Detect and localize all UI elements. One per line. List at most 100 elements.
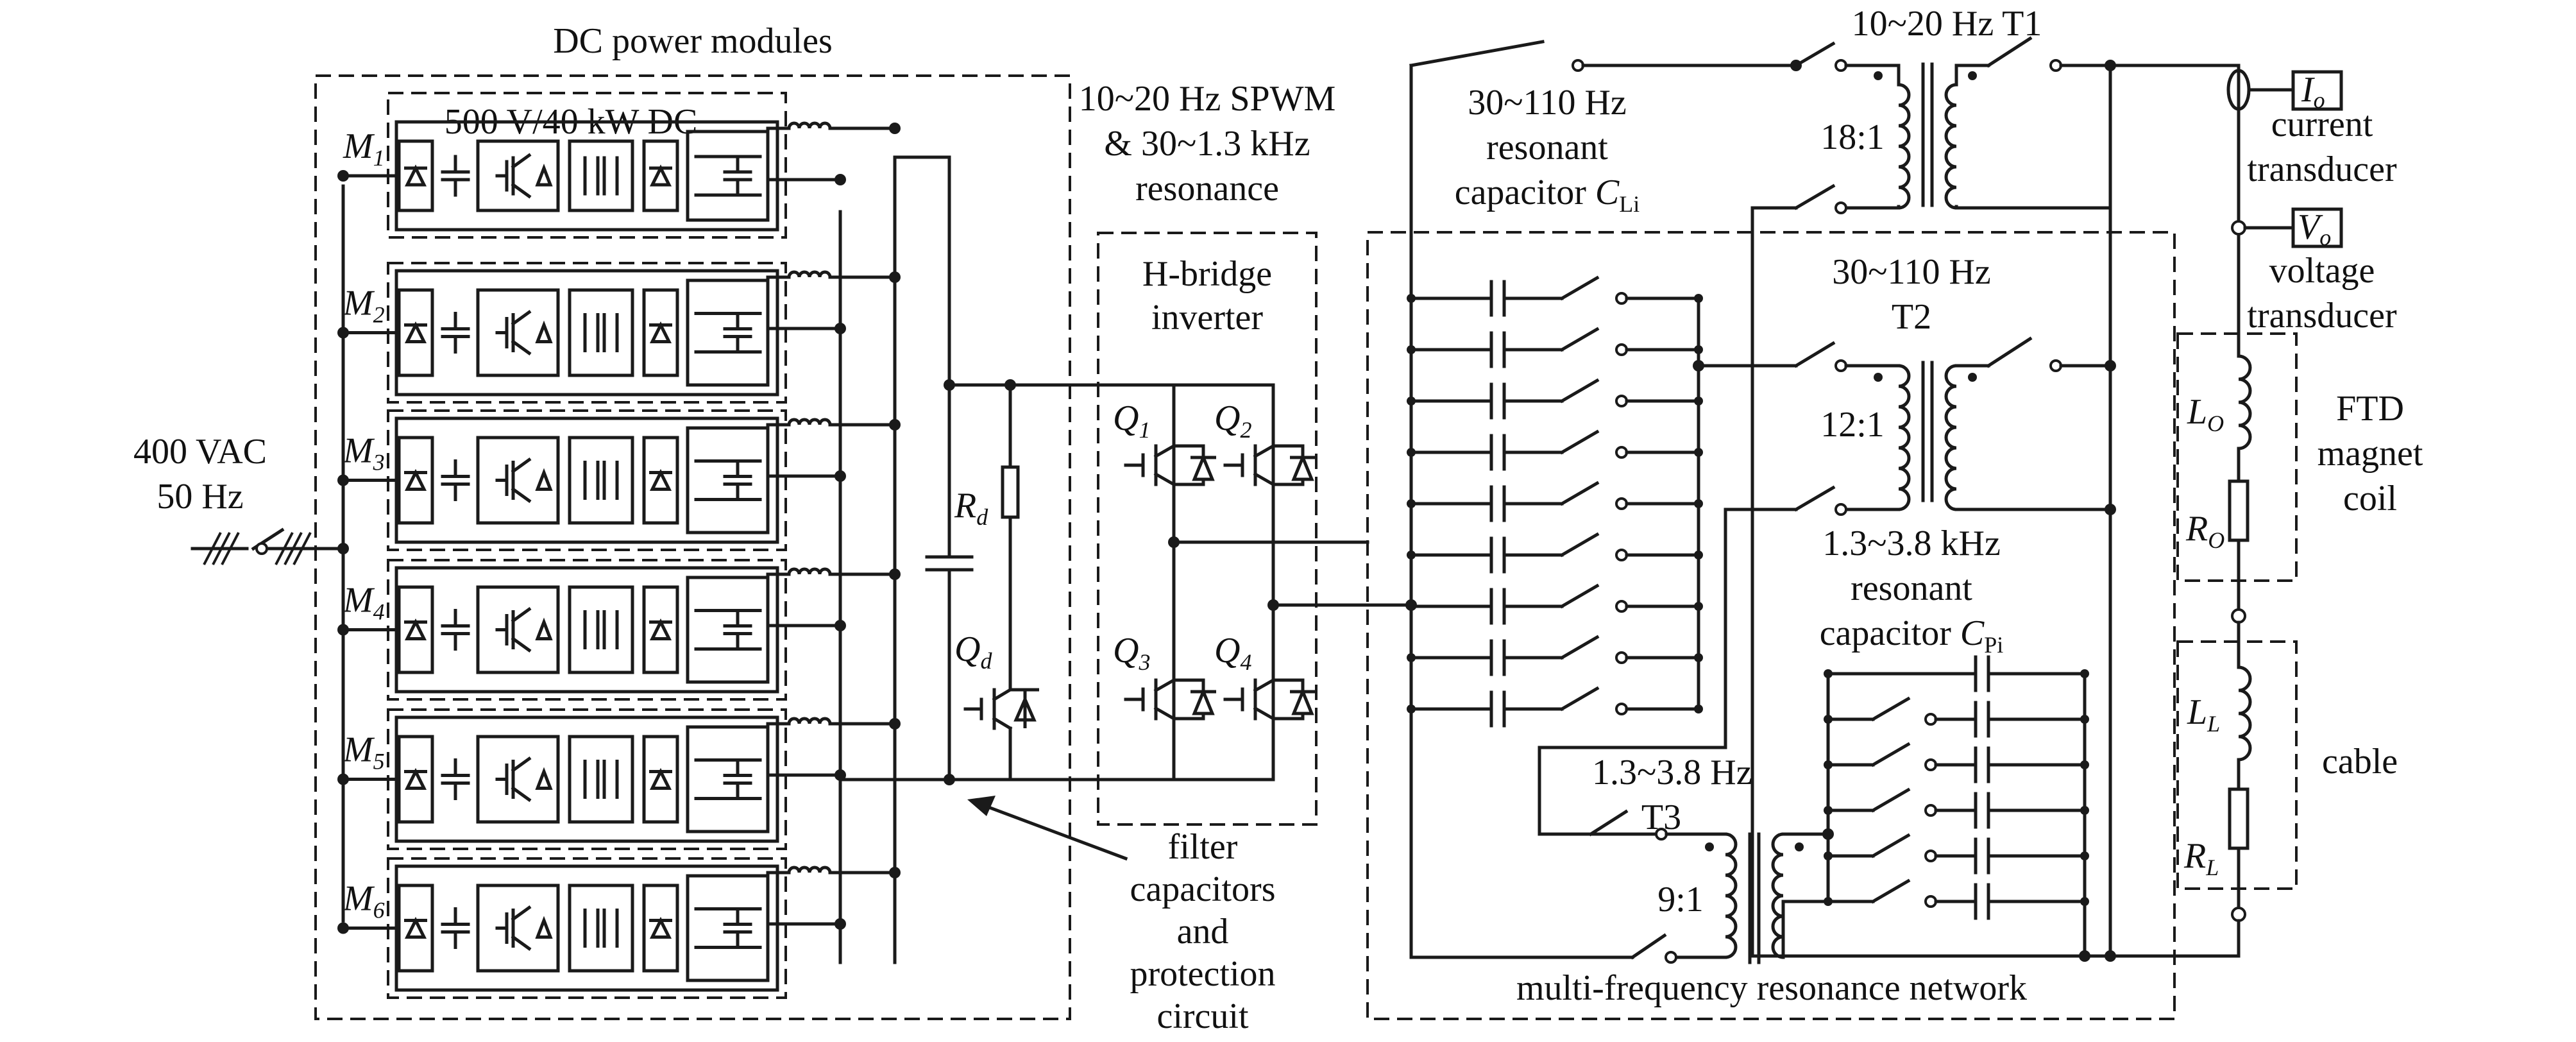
output-rectifier-block: [642, 288, 679, 377]
three-phase-marks-right: [275, 532, 312, 565]
supply-frequency-label: 50 Hz: [157, 477, 243, 517]
voltage-tap: [2231, 220, 2246, 235]
module-row-6: M6: [337, 857, 901, 999]
igbt-symbol: [495, 310, 532, 355]
module-input-junction: [337, 922, 349, 934]
t2-output-junction: [2105, 360, 2116, 372]
transformer-block: [568, 288, 634, 377]
t3-secondary-dot: [1795, 842, 1804, 851]
igbt-block: [476, 288, 560, 377]
switch-label: Q3: [1113, 631, 1150, 675]
cli-junction-left: [1407, 499, 1416, 508]
rectifier-block: [397, 735, 434, 824]
cli-caption-2: resonant: [1486, 128, 1608, 167]
cli-junction-right: [1694, 602, 1703, 611]
igbt-freewheel-diode: [1191, 680, 1216, 719]
cli-junction-left: [1407, 345, 1416, 354]
igbt-diode-links: [1172, 678, 1205, 721]
igbt-symbol: [495, 905, 532, 951]
t2-feed-junction: [1693, 360, 1704, 372]
rectifier-diode: [404, 618, 427, 640]
igbt-freewheel-diode: [1290, 680, 1316, 719]
cli-junction-left: [1407, 602, 1416, 611]
t1-primary-dot: [1874, 71, 1883, 80]
t1-primary-switch: [1793, 41, 1836, 68]
output-rectifier-block: [642, 436, 679, 525]
cpi-switch-blade: [1870, 696, 1911, 722]
module-label: M1: [343, 126, 385, 171]
cli-branch: [1407, 327, 1703, 368]
rectifier-diode: [404, 468, 427, 491]
output-rectifier-block: [642, 585, 679, 674]
t3-bottom-contact: [1665, 951, 1677, 964]
igbt-diode: [535, 468, 553, 491]
coil-label-1: FTD: [2336, 389, 2404, 429]
cli-junction-left: [1407, 653, 1416, 662]
cpi-capacitor: [1974, 883, 1990, 920]
inverter-heading-line-2: & 30~1.3 kHz: [1104, 124, 1310, 164]
cli-junction-right: [1694, 397, 1703, 406]
igbt-diode: [535, 617, 553, 640]
cli-branch: [1407, 429, 1703, 471]
cpi-junction-left: [1824, 669, 1833, 678]
output-rectifier-diode: [649, 321, 672, 343]
rl-resistor: [2228, 787, 2250, 850]
igbt-body: [1124, 678, 1176, 721]
cli-junction-left: [1407, 448, 1416, 457]
t2-return-junction: [2105, 504, 2116, 515]
output-rectifier-block: [642, 735, 679, 824]
igbt-body: [1223, 443, 1276, 487]
cli-switch-blade: [1559, 275, 1600, 301]
qd-diode: [1011, 688, 1039, 728]
t2-primary-coil: [1897, 364, 1911, 511]
inverter-boundary: [1097, 232, 1318, 826]
cli-capacitor: [1489, 280, 1506, 317]
rd-resistor: [1001, 465, 1020, 519]
igbt-freewheel-diode: [1191, 446, 1216, 484]
cpi-caption-3: capacitor CPi: [1820, 613, 2004, 658]
cpi-junction-right: [2080, 669, 2089, 678]
lc-filter-block: [686, 725, 770, 833]
cli-caption-1: 30~110 Hz: [1468, 83, 1627, 123]
igbt-symbol: [495, 153, 532, 199]
lc-filter-block: [686, 426, 770, 534]
module-row-2: M2: [337, 262, 901, 404]
t3-primary-switch: [1588, 809, 1629, 837]
cli-switch-blade: [1559, 429, 1600, 455]
module-boundary: [387, 262, 787, 404]
cable-bottom-terminal: [2231, 907, 2246, 922]
igbt-diode-links: [1172, 444, 1205, 486]
t1-secondary-coil: [1944, 83, 1958, 210]
voltage-transducer-label-2: transducer: [2247, 296, 2397, 336]
module-boundary: [387, 857, 787, 999]
t1-secondary-dot: [1968, 71, 1977, 80]
lc-filter-block: [686, 576, 770, 684]
output-rectifier-diode: [649, 767, 672, 790]
output-rectifier-diode: [649, 468, 672, 491]
inverter-title-line-1: H-bridge: [1142, 254, 1272, 294]
cpi-junction-right: [2080, 806, 2089, 815]
lc-filter-symbol: [694, 312, 762, 354]
igbt-block: [476, 585, 560, 674]
igbt-block: [476, 436, 560, 525]
cpi-junction-left: [1824, 760, 1833, 769]
current-transducer-label-1: current: [2271, 105, 2373, 144]
inverter-heading-line-3: resonance: [1135, 169, 1279, 209]
network-boundary: [1366, 231, 2176, 1020]
igbt-symbol: [495, 756, 532, 802]
dc-modules-title: DC power modules: [553, 21, 833, 61]
cpi-junction-right: [2080, 851, 2089, 860]
cli-junction-left: [1407, 551, 1416, 559]
cli-capacitor: [1489, 331, 1506, 368]
module-row-3: M3: [337, 409, 901, 551]
transformer-block: [568, 884, 634, 973]
switch-label: Q1: [1113, 398, 1150, 443]
cli-branch: [1407, 635, 1703, 676]
transformer-symbol: [583, 461, 619, 500]
cpi-branch: [1824, 696, 2089, 738]
transformer-block: [568, 436, 634, 525]
module-label: M4: [343, 581, 385, 625]
